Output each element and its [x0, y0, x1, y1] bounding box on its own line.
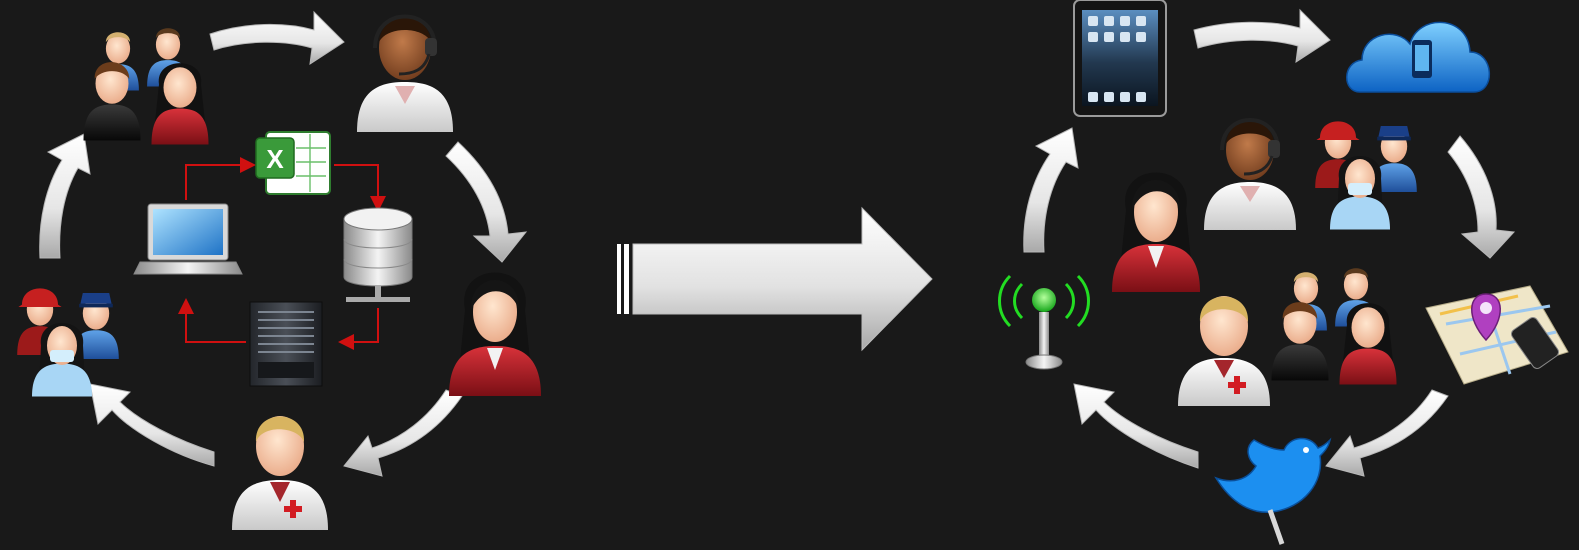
excel-glyph: X [266, 144, 284, 174]
left-center-workflow: X [133, 131, 413, 387]
group-people-icon [83, 28, 209, 145]
businesswoman-icon [449, 272, 541, 396]
headset-agent-icon [357, 14, 453, 132]
firefighter-police-nurse-icon [1315, 121, 1417, 230]
laptop-icon [133, 203, 243, 275]
right-cycle-arrows [1023, 8, 1516, 477]
cycle-arrow [39, 133, 91, 259]
doctor-icon [232, 416, 328, 530]
wireless-antenna-icon [998, 274, 1090, 370]
cycle-arrow [1447, 135, 1516, 259]
cloud-phone-icon [1346, 21, 1490, 93]
cycle-arrow [445, 141, 528, 263]
firefighter-police-nurse-icon [17, 288, 119, 397]
cycle-arrow [343, 389, 463, 477]
headset-agent-icon [1204, 118, 1296, 230]
map-pin-phone-icon [1425, 285, 1569, 385]
cycle-arrow [1023, 127, 1079, 253]
database-icon [343, 207, 413, 302]
excel-spreadsheet-icon: X [255, 131, 331, 195]
connector-line [178, 298, 246, 343]
cycle-arrow [209, 10, 345, 66]
server-tower-icon [249, 301, 323, 387]
big-right-arrow-icon [617, 206, 933, 352]
twitter-bird-icon [1214, 437, 1332, 545]
businesswoman-icon [1112, 172, 1200, 292]
cycle-arrow [1193, 8, 1331, 64]
cycle-arrow [89, 383, 215, 467]
tablet-icon [1073, 0, 1167, 117]
doctor-icon [1178, 296, 1270, 406]
left-cycle-arrows [39, 10, 528, 477]
cycle-arrow [1073, 383, 1199, 469]
cycle-arrow [1325, 389, 1449, 477]
connector-line [185, 157, 256, 200]
connector-line [334, 164, 386, 212]
group-people-icon [1271, 268, 1397, 385]
connector-line [338, 308, 379, 350]
